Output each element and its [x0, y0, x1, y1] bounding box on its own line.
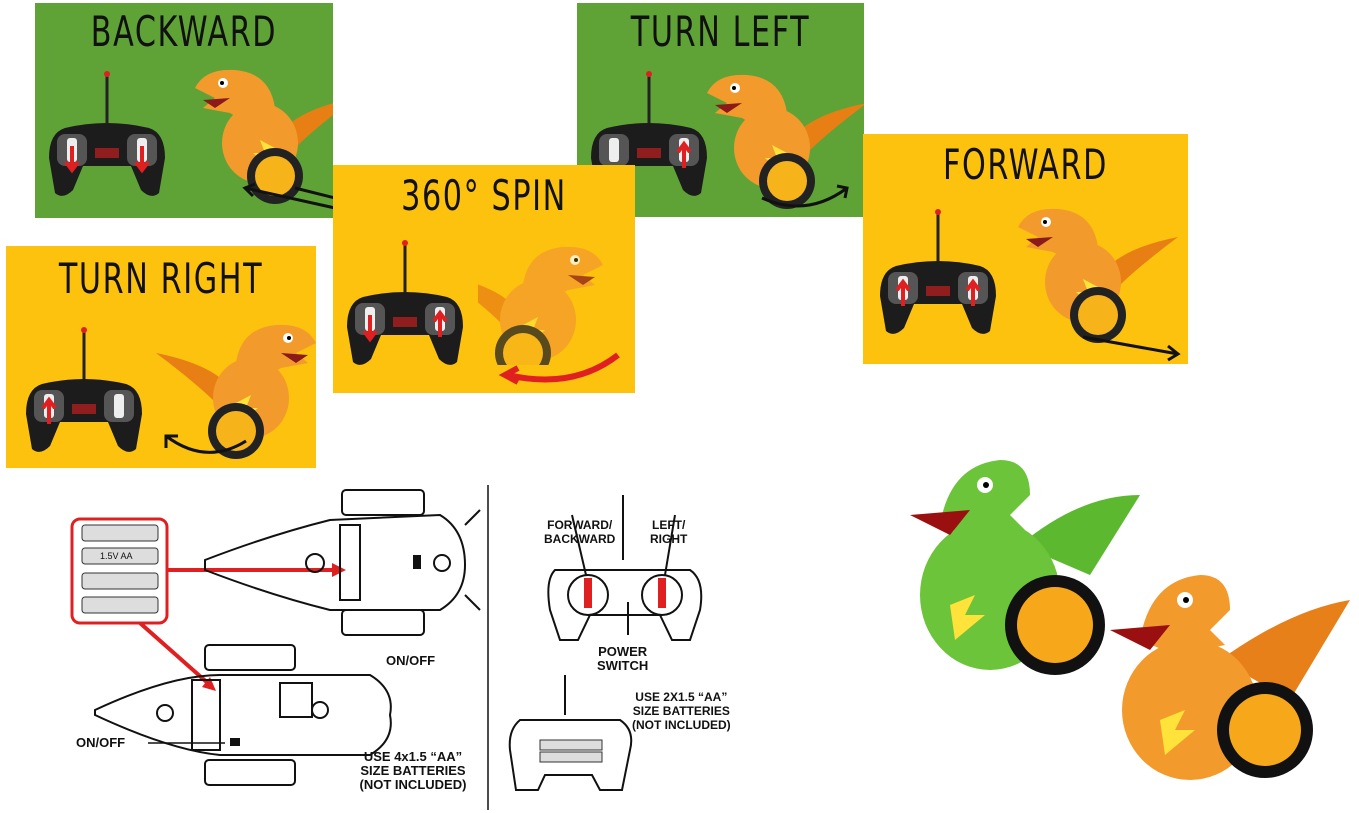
label-line: SIZE BATTERIES [632, 704, 730, 718]
curved-arrow-icon [761, 184, 849, 208]
label-line: RIGHT [650, 532, 688, 546]
power-switch-label: POWER SWITCH [597, 645, 648, 673]
panel-title: FORWARD [942, 140, 1109, 189]
backward-arrow-icon [242, 182, 333, 210]
panel-title: TURN LEFT [630, 7, 811, 56]
battery-note-2aa: USE 2X1.5 “AA” SIZE BATTERIES (NOT INCLU… [632, 690, 731, 732]
battery-note-4aa: USE 4x1.5 “AA” SIZE BATTERIES (NOT INCLU… [348, 750, 478, 792]
panel-360-spin: 360° SPIN [333, 165, 635, 393]
note-line: USE 4x1.5 “AA” [363, 749, 463, 764]
spinning-dino-icon [478, 246, 603, 365]
forward-backward-label: FORWARD/ BACKWARD [544, 518, 615, 546]
remote-control-icon [24, 325, 144, 454]
on-off-label: ON/OFF [386, 653, 436, 668]
label-line: (NOT INCLUDED) [632, 718, 731, 732]
remote-control-icon [345, 238, 465, 367]
label-line: BACKWARD [544, 532, 616, 546]
remote-control-icon [589, 69, 709, 198]
panel-title: 360° SPIN [401, 171, 567, 220]
green-dino-toy [910, 460, 1140, 675]
panel-backward: BACKWARD [35, 3, 333, 218]
battery-diagram: 1.5V AA ON/OFF ON/OFF USE 4x1.5 “AA” SIZ… [70, 485, 490, 810]
note-line: SIZE BATTERIES [360, 763, 466, 778]
note-line: (NOT INCLUDED) [359, 777, 467, 792]
label-line: LEFT/ [652, 518, 686, 532]
label-line: FORWARD/ [547, 518, 613, 532]
remote-diagram: FORWARD/ BACKWARD LEFT/ RIGHT POWER SWIT… [500, 490, 760, 810]
toy-underside-drawing [70, 485, 489, 810]
left-right-label: LEFT/ RIGHT [650, 518, 687, 546]
battery-label: 1.5V AA [100, 551, 133, 561]
panel-turn-right: TURN RIGHT [6, 246, 316, 468]
spin-arrow-icon [498, 352, 620, 385]
label-line: SWITCH [597, 658, 649, 673]
remote-drawing [508, 495, 703, 791]
forward-arrow-icon [1082, 335, 1181, 362]
panel-title: TURN RIGHT [58, 254, 264, 303]
on-off-label: ON/OFF [76, 735, 126, 750]
label-line: USE 2X1.5 “AA” [635, 690, 728, 704]
product-photo [880, 455, 1350, 795]
orange-dino-toy [1110, 575, 1350, 780]
remote-control-icon [878, 207, 998, 336]
label-line: POWER [598, 644, 648, 659]
remote-control-icon [47, 69, 167, 198]
curved-arrow-icon [164, 434, 247, 454]
panel-title: BACKWARD [90, 7, 278, 56]
panel-forward: FORWARD [863, 134, 1188, 364]
